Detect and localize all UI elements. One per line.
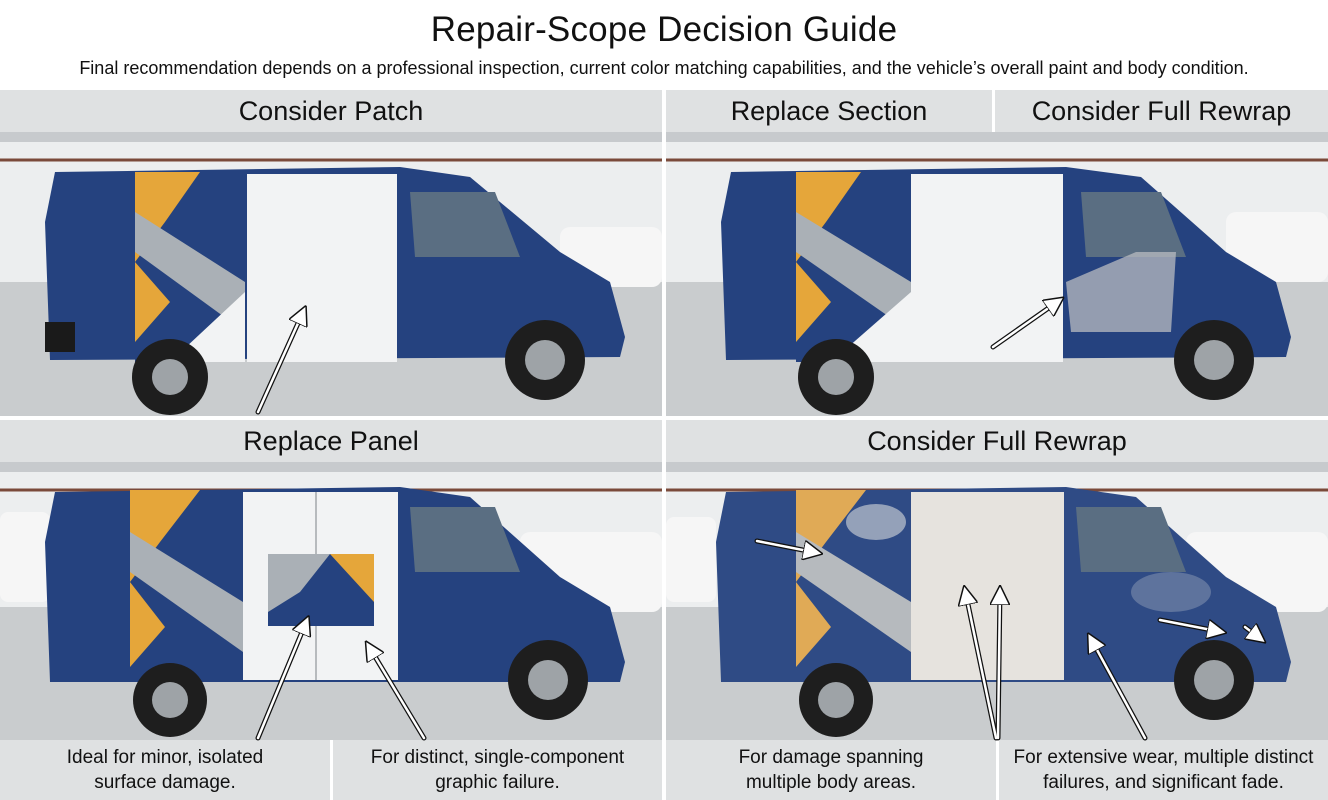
- caption-replace-section: For damage spanning multiple body areas.: [666, 740, 996, 800]
- caption-consider-patch: Ideal for minor, isolated surface damage…: [0, 740, 330, 800]
- caption-line: graphic failure.: [435, 772, 560, 793]
- caption-line: For damage spanning: [738, 747, 924, 768]
- caption-line: surface damage.: [94, 772, 236, 793]
- header-replace-section: Replace Section: [666, 90, 992, 132]
- header-consider-full-rewrap-bottom: Consider Full Rewrap: [666, 420, 1328, 462]
- van-photo-full-rewrap: [666, 462, 1328, 740]
- van-photo-replace-section: [666, 132, 1328, 416]
- van-photo-patch: [0, 132, 662, 416]
- header-replace-panel: Replace Panel: [0, 420, 662, 462]
- caption-line: For extensive wear, multiple distinct: [1013, 747, 1314, 768]
- caption-line: failures, and significant fade.: [1043, 772, 1284, 793]
- van-photo-replace-panel: [0, 462, 662, 740]
- page-subtitle: Final recommendation depends on a profes…: [79, 58, 1249, 78]
- page-title: Repair-Scope Decision Guide: [430, 10, 898, 49]
- caption-line: Ideal for minor, isolated: [66, 747, 264, 768]
- caption-consider-full-rewrap: For extensive wear, multiple distinct fa…: [999, 740, 1328, 800]
- caption-line: For distinct, single-component: [370, 747, 625, 768]
- caption-line: multiple body areas.: [745, 772, 917, 793]
- header-consider-patch: Consider Patch: [0, 90, 662, 132]
- header-consider-full-rewrap-top: Consider Full Rewrap: [995, 90, 1328, 132]
- caption-replace-panel: For distinct, single-component graphic f…: [333, 740, 662, 800]
